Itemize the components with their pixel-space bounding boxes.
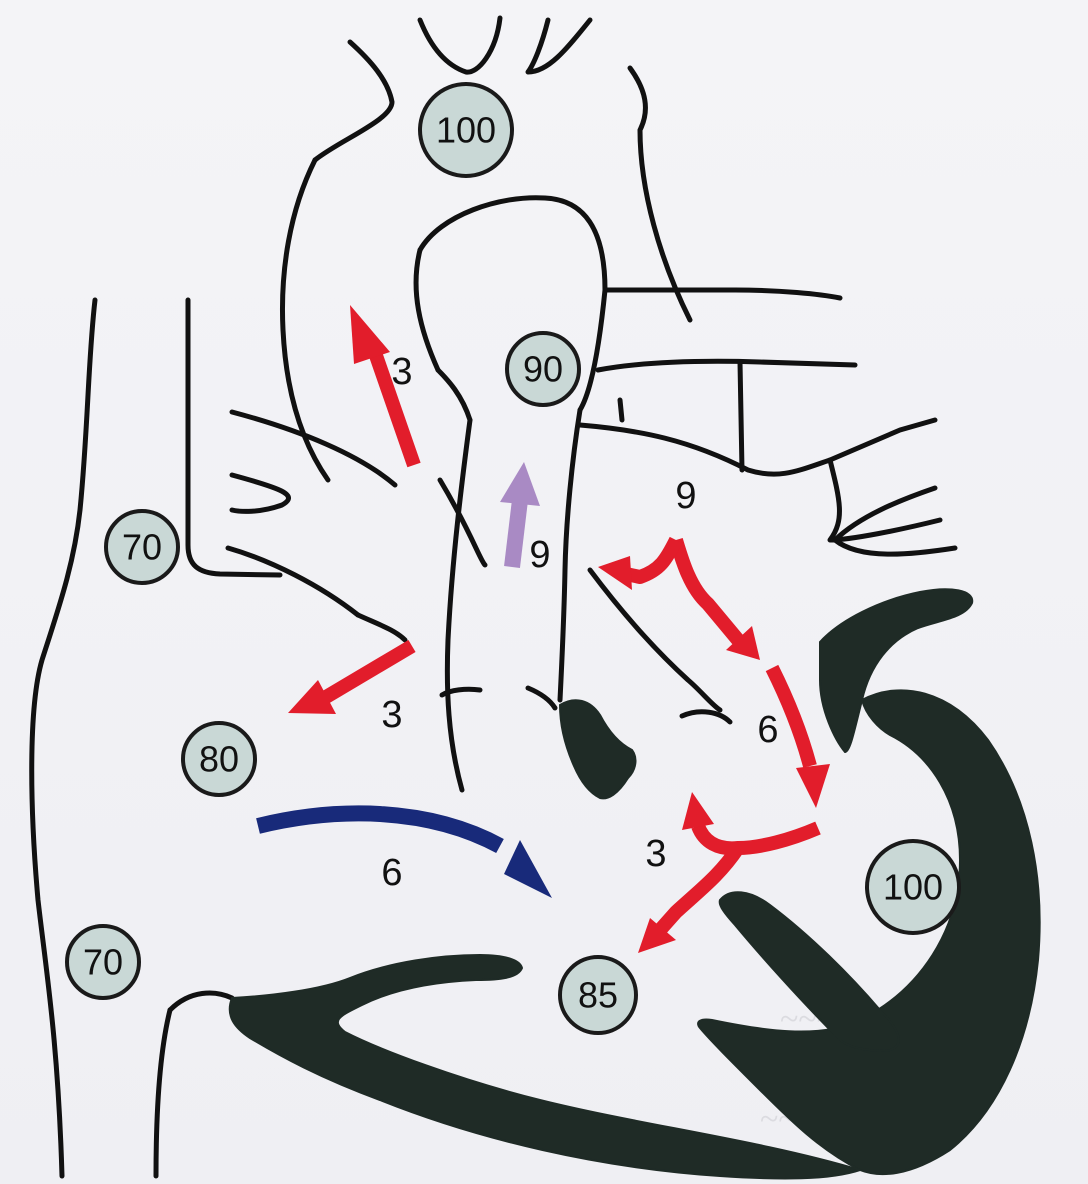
badge-ivc-text: 70: [83, 942, 123, 983]
flow-label-purple: 9: [529, 534, 550, 576]
flow-label-right-top: 9: [675, 475, 696, 517]
badge-right-atrium: 80: [183, 723, 255, 795]
upper-red-arrow-head: [350, 305, 390, 364]
badge-aorta: 100: [420, 84, 512, 176]
badge-svc: 70: [106, 511, 178, 583]
flow-label-blue: 6: [381, 852, 402, 894]
blue-arrow-head: [504, 840, 552, 898]
badge-pulmonary-artery-text: 90: [523, 349, 563, 390]
flow-label-right-mid: 6: [757, 709, 778, 751]
badge-left-ventricle-text: 100: [883, 867, 943, 908]
flow-label-upper: 3: [391, 351, 412, 393]
badge-left-ventricle: 100: [867, 841, 959, 933]
blue-arrow-shaft: [258, 813, 500, 846]
right-mid-red-arrow-head: [796, 764, 830, 808]
badge-pulmonary-artery: 90: [507, 333, 579, 405]
purple-arrow-shaft: [512, 500, 520, 567]
purple-arrow-head: [500, 462, 540, 506]
right-low-red-arrow: [698, 826, 818, 848]
right-low-red-arrow-head: [682, 792, 714, 830]
badge-aorta-text: 100: [436, 110, 496, 151]
badge-ivc: 70: [67, 926, 139, 998]
blue-flow-arrow: [258, 813, 552, 898]
badge-right-ventricle: 85: [560, 957, 636, 1033]
flow-label-left: 3: [381, 694, 402, 736]
badge-svc-text: 70: [122, 527, 162, 568]
left-red-arrow: [326, 646, 412, 697]
badge-right-atrium-text: 80: [199, 739, 239, 780]
right-top-red-arrow: [676, 540, 738, 640]
badge-right-ventricle-text: 85: [578, 975, 618, 1016]
flow-label-right-low: 3: [645, 833, 666, 875]
